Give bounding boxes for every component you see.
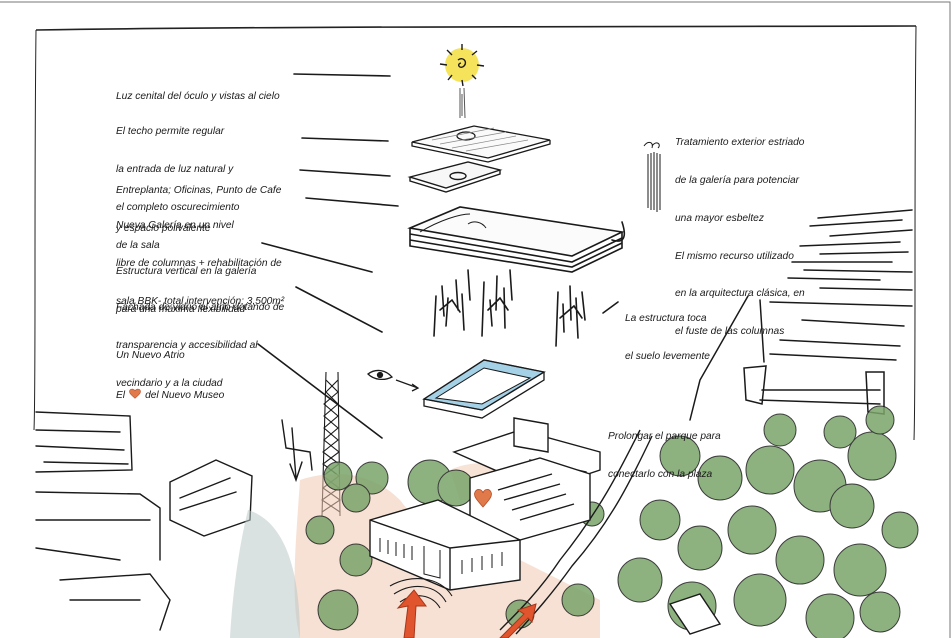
annotation-line: y espacio polivalente <box>116 222 211 234</box>
gallery-annotation: Nueva Galería en un nivel libre de colum… <box>116 195 284 321</box>
annotation-line: El mismo recurso utilizado <box>675 250 794 262</box>
mezzanine-slab <box>407 161 503 193</box>
gallery-volume <box>407 206 625 273</box>
roof-slab <box>411 125 551 163</box>
flow-swoosh <box>389 578 453 609</box>
annotation-line: la entrada de luz natural y <box>116 163 234 175</box>
atrium-museum: del Nuevo Museo <box>145 389 225 401</box>
annotation-line: Estructura vertical en la galería <box>116 266 257 278</box>
structural-columns <box>433 269 586 347</box>
mezzanine-annotation: Entreplanta; Oficinas, Punto de Cafe y e… <box>116 160 281 248</box>
annotation-line: Luz cenital del óculo y vistas al cielo <box>116 91 280 103</box>
structure-annotation: Estructura vertical en la galería para u… <box>116 241 256 329</box>
annotation-line: La estructura toca <box>625 313 707 325</box>
trees <box>305 405 919 638</box>
museum-building <box>369 417 601 591</box>
heart-icon <box>474 489 492 508</box>
roof-annotation: El techo permite regular la entrada de l… <box>116 101 239 265</box>
annotation-line: vecindario y a la ciudad <box>116 377 223 389</box>
annotation-line: Prolongar el parque para <box>608 431 721 443</box>
annotation-line: una mayor esbeltez <box>675 212 764 224</box>
annotation-line: para una máxima flexibilidad <box>116 303 246 315</box>
annotation-line: de la galería para potenciar <box>675 174 800 186</box>
atrium-annotation: Un Nuevo Atrio El del Nuevo Museo <box>116 325 224 415</box>
oculus-annotation: Luz cenital del óculo y vistas al cielo <box>116 66 280 116</box>
fluted-column-sketch <box>643 141 661 212</box>
atrium-el: El <box>116 389 126 401</box>
annotation-line: el completo oscurecimiento <box>116 201 240 213</box>
eye-icon <box>367 369 420 392</box>
exterior-annotation: Tratamiento exterior estriado de la gale… <box>675 112 805 351</box>
annotation-line: El del Nuevo Museo <box>116 388 224 403</box>
background-buildings-right <box>689 209 913 421</box>
glass-atrium <box>422 359 546 419</box>
annotation-line: El techo permite regular <box>116 126 225 138</box>
annotation-line: conectarlo con la plaza <box>608 468 713 480</box>
annotation-line: sala BBK- total intervención: 3,500m² <box>116 295 285 307</box>
annotation-line: en la arquitectura clásica, en <box>675 288 805 300</box>
park-annotation: Prolongar el parque para conectarlo con … <box>608 406 721 494</box>
annotation-line: transparencia y accesibilidad al <box>116 339 258 351</box>
annotation-line: Nueva Galería en un nivel <box>116 220 234 232</box>
annotation-line: de la sala <box>116 239 160 251</box>
annotation-line: Tratamiento exterior estriado <box>675 137 805 149</box>
heart-icon <box>129 388 141 399</box>
sun-icon <box>439 44 485 119</box>
annotation-line: Fachada de vidrio al atrio dotando de <box>116 302 285 314</box>
facade-annotation: Fachada de vidrio al atrio dotando de tr… <box>116 277 284 403</box>
leader-lines <box>257 73 626 439</box>
annotation-line: el suelo levemente <box>625 350 710 362</box>
access-arrows <box>396 589 537 638</box>
annotation-line: el fuste de las columnas <box>675 326 785 338</box>
touch-annotation: La estructura toca el suelo levemente <box>625 288 710 376</box>
annotation-line: Un Nuevo Atrio <box>116 350 185 362</box>
annotation-line: libre de columnas + rehabilitación de <box>116 257 282 269</box>
annotation-line: Entreplanta; Oficinas, Punto de Cafe <box>116 185 282 197</box>
